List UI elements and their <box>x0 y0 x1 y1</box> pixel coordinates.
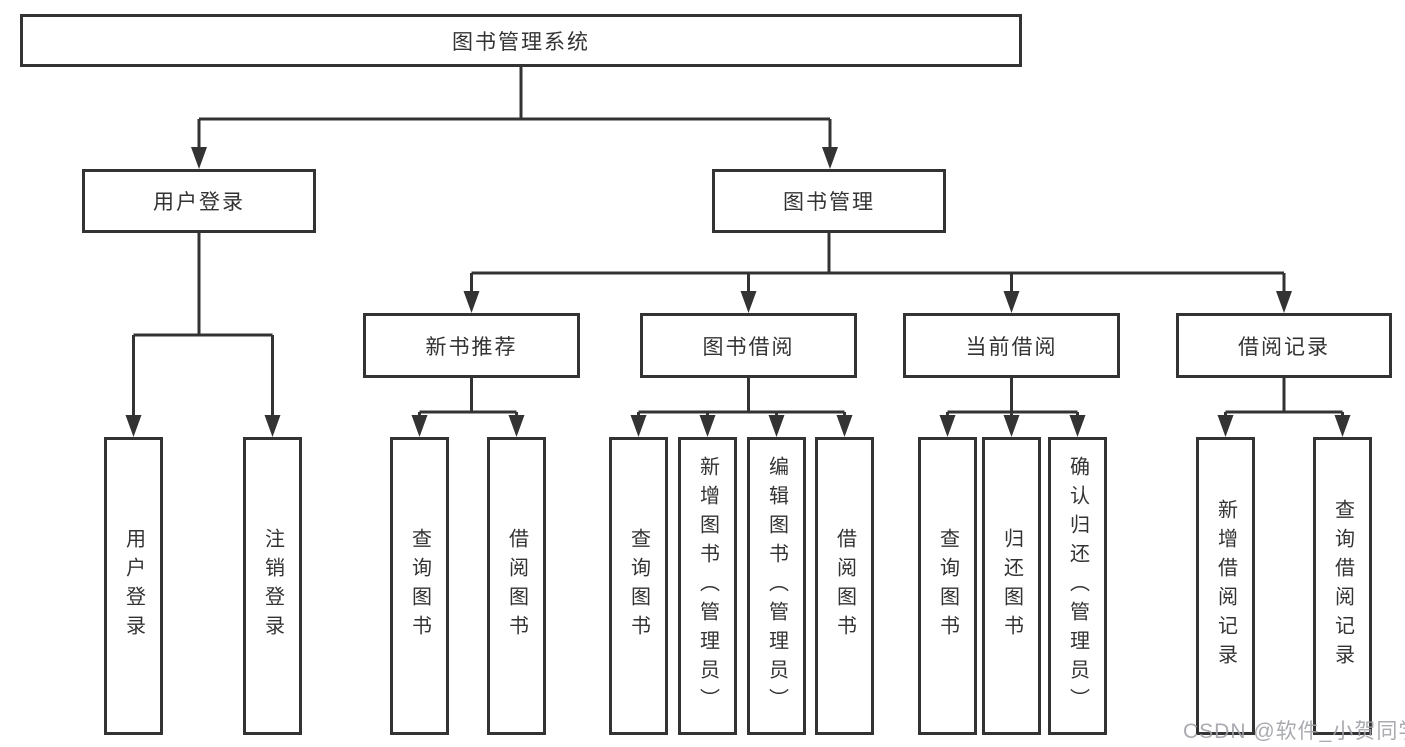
csdn-watermark: CSDN @软件_小贺同学 <box>1183 720 1405 743</box>
node-book-borrowing: 图书借阅 <box>640 313 857 378</box>
node-current-borrowing: 当前借阅 <box>903 313 1120 378</box>
node-borrowing-records: 借阅记录 <box>1176 313 1392 378</box>
node-label: 新增借阅记录 <box>1214 499 1237 673</box>
node-label: 确认归还（管理员） <box>1066 455 1089 717</box>
leaf-bb-borrow-books: 借阅图书 <box>815 437 874 735</box>
leaf-br-add-record: 新增借阅记录 <box>1196 437 1255 735</box>
leaf-cb-return-books: 归还图书 <box>982 437 1041 735</box>
node-label: 注销登录 <box>261 528 284 644</box>
leaf-logout: 注销登录 <box>243 437 302 735</box>
node-label: 图书管理系统 <box>452 30 590 54</box>
leaf-bb-edit-books-admin: 编辑图书（管理员） <box>747 437 806 735</box>
leaf-bb-query-books: 查询图书 <box>609 437 668 735</box>
connector-root-to-level1 <box>191 67 838 169</box>
leaf-nbr-borrow-books: 借阅图书 <box>487 437 546 735</box>
node-label: 图书管理 <box>783 191 875 214</box>
node-label: 查询图书 <box>627 528 650 644</box>
connector-book-borrowing-children <box>630 378 853 437</box>
connector-book-management-children <box>463 233 1292 313</box>
leaf-cb-query-books: 查询图书 <box>918 437 977 735</box>
node-library-management-system: 图书管理系统 <box>20 14 1022 67</box>
node-label: 借阅图书 <box>833 528 856 644</box>
node-book-management: 图书管理 <box>712 169 946 233</box>
node-label: 当前借阅 <box>965 335 1058 359</box>
leaf-nbr-query-books: 查询图书 <box>390 437 449 735</box>
leaf-cb-confirm-return-admin: 确认归还（管理员） <box>1048 437 1107 735</box>
node-label: 用户登录 <box>153 191 245 214</box>
connector-borrowing-records-children <box>1217 378 1351 437</box>
node-label: 查询借阅记录 <box>1331 499 1354 673</box>
leaf-br-query-record: 查询借阅记录 <box>1313 437 1372 735</box>
node-user-login: 用户登录 <box>82 169 316 233</box>
connector-new-book-recommend-children <box>411 378 525 437</box>
node-label: 新书推荐 <box>425 335 518 359</box>
node-label: 查询图书 <box>936 528 959 644</box>
node-label: 查询图书 <box>408 528 431 644</box>
node-label: 借阅图书 <box>505 528 528 644</box>
node-label: 图书借阅 <box>702 335 795 359</box>
node-label: 用户登录 <box>122 528 145 644</box>
node-label: 新增图书（管理员） <box>696 455 719 717</box>
leaf-user-login: 用户登录 <box>104 437 163 735</box>
connector-user-login-children <box>125 233 281 437</box>
leaf-bb-add-books-admin: 新增图书（管理员） <box>678 437 737 735</box>
connector-current-borrowing-children <box>939 378 1086 437</box>
node-label: 归还图书 <box>1000 528 1023 644</box>
node-label: 借阅记录 <box>1238 335 1330 359</box>
node-label: 编辑图书（管理员） <box>765 455 788 717</box>
node-new-book-recommend: 新书推荐 <box>363 313 580 378</box>
